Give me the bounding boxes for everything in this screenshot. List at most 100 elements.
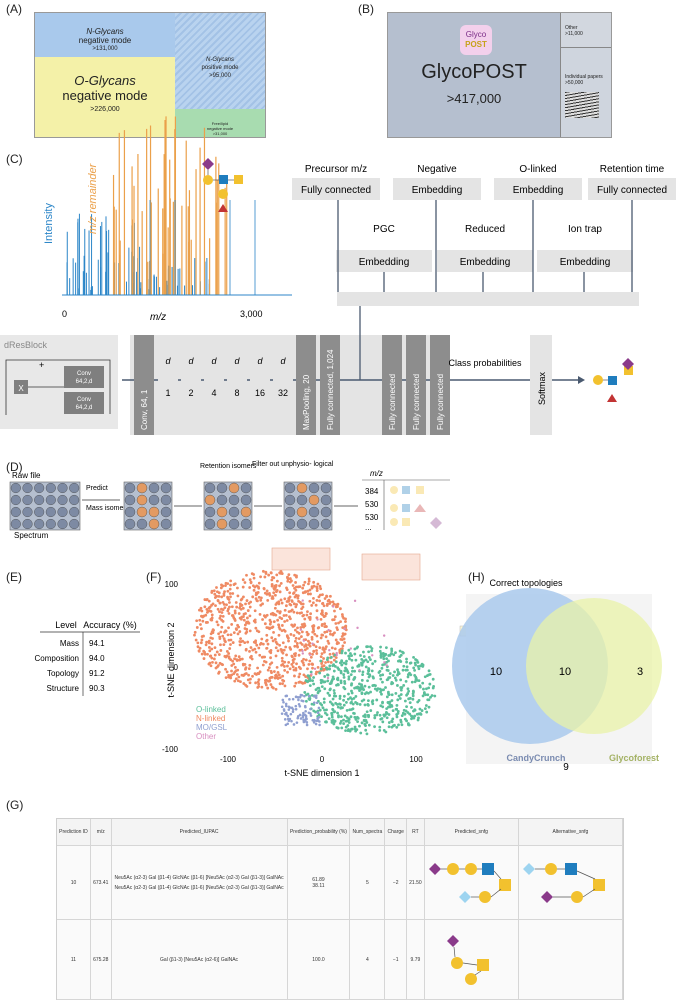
tsne-point bbox=[287, 660, 291, 664]
tsne-point bbox=[289, 712, 293, 716]
tsne-point bbox=[323, 650, 326, 654]
tsne-point bbox=[265, 639, 268, 643]
tsne-point bbox=[367, 675, 371, 679]
tsne-point bbox=[385, 716, 389, 720]
well bbox=[22, 482, 33, 494]
well bbox=[204, 506, 216, 518]
feature-layer-label: Embedding bbox=[412, 185, 463, 196]
tsne-point bbox=[296, 716, 300, 720]
tsne-point bbox=[393, 676, 397, 680]
f-legend-entry: O-linked bbox=[196, 705, 226, 714]
tsne-point bbox=[249, 655, 252, 659]
dilation-value: 8 bbox=[234, 388, 239, 398]
tsne-point bbox=[248, 650, 251, 653]
tsne-point bbox=[307, 577, 311, 581]
well bbox=[57, 482, 68, 494]
tsne-point bbox=[266, 668, 270, 672]
panel-label-f: (F) bbox=[146, 570, 162, 584]
tsne-point bbox=[329, 655, 333, 659]
tsne-point bbox=[365, 732, 369, 736]
tsne-point bbox=[291, 708, 295, 711]
tsne-point bbox=[206, 652, 209, 656]
tsne-point bbox=[413, 680, 417, 684]
tsne-point bbox=[241, 639, 245, 643]
x-axis-label: m/z bbox=[150, 312, 166, 323]
tsne-point bbox=[366, 660, 370, 664]
tsne-point bbox=[284, 613, 288, 617]
tsne-point bbox=[422, 687, 425, 691]
tsne-point bbox=[211, 660, 214, 664]
tsne-point bbox=[378, 713, 382, 717]
panel-d: Raw file Spectrum Predict Mass isomers R… bbox=[9, 461, 450, 540]
tsne-point bbox=[300, 623, 304, 626]
tsne-point bbox=[366, 703, 370, 707]
other-label: Other bbox=[565, 25, 578, 31]
tsne-point bbox=[249, 581, 253, 585]
tsne-point bbox=[275, 642, 279, 646]
tsne-point bbox=[203, 598, 207, 601]
venn-glycoforest bbox=[526, 598, 662, 734]
well bbox=[136, 494, 148, 506]
tsne-point bbox=[296, 626, 299, 630]
tsne-point bbox=[256, 585, 260, 589]
tsne-point bbox=[414, 658, 417, 661]
tsne-point bbox=[306, 592, 310, 596]
tsne-point bbox=[195, 626, 199, 629]
tsne-point bbox=[378, 725, 382, 729]
tsne-point bbox=[373, 659, 377, 663]
tsne-point bbox=[325, 595, 329, 598]
tsne-point bbox=[319, 636, 323, 640]
tsne-point bbox=[288, 667, 292, 671]
tsne-point bbox=[298, 713, 302, 717]
output-arrowhead bbox=[578, 376, 585, 384]
tsne-point bbox=[394, 651, 397, 655]
tsne-point bbox=[253, 647, 257, 651]
tsne-point bbox=[235, 673, 239, 676]
tsne-point bbox=[292, 634, 296, 637]
well bbox=[34, 494, 45, 506]
table-row: 11 675.28 Gal (β1-3) [Neu5Ac (α2-6)] Gal… bbox=[57, 919, 624, 1000]
mass-spectrum bbox=[66, 116, 256, 295]
tsne-point bbox=[326, 679, 330, 683]
tsne-point bbox=[283, 597, 287, 601]
tsne-point bbox=[209, 618, 213, 622]
tsne-point bbox=[364, 665, 368, 669]
dres-conv2-params: 64,2,d bbox=[76, 405, 93, 411]
tsne-point bbox=[322, 664, 326, 668]
tsne-point bbox=[248, 586, 252, 589]
tsne-point bbox=[408, 696, 412, 700]
tsne-point bbox=[238, 643, 242, 647]
tsne-point bbox=[285, 694, 289, 698]
table-header-cell: RT bbox=[406, 819, 425, 846]
tsne-point bbox=[407, 723, 411, 727]
tsne-point bbox=[292, 661, 295, 664]
tsne-point bbox=[281, 641, 285, 645]
tsne-point bbox=[243, 641, 247, 645]
tsne-point bbox=[358, 668, 361, 672]
tsne-point bbox=[214, 604, 217, 608]
tsne-point bbox=[384, 646, 388, 650]
tsne-point bbox=[246, 616, 249, 620]
tsne-point bbox=[255, 643, 259, 647]
mass-isomers-label: Mass isomers bbox=[86, 505, 130, 512]
tsne-point bbox=[398, 649, 402, 653]
tsne-point bbox=[241, 606, 245, 610]
venn-left-only: 10 bbox=[490, 666, 502, 678]
tsne-point bbox=[407, 689, 411, 693]
e-header-level: Level bbox=[55, 620, 77, 630]
tsne-point bbox=[223, 590, 226, 594]
tsne-point bbox=[265, 613, 269, 617]
tsne-point bbox=[324, 645, 328, 649]
tsne-point bbox=[365, 710, 369, 714]
tsne-point bbox=[361, 670, 365, 674]
tsne-point bbox=[399, 693, 403, 696]
tsne-point bbox=[298, 672, 302, 676]
maxpool-label: MaxPooling, 20 bbox=[302, 374, 311, 430]
predicted-glycan bbox=[429, 862, 512, 903]
tsne-point bbox=[240, 597, 244, 601]
tsne-point bbox=[353, 715, 357, 719]
tsne-point bbox=[324, 647, 327, 651]
tsne-point bbox=[356, 645, 359, 649]
f-ytick-neg100: -100 bbox=[162, 745, 179, 754]
